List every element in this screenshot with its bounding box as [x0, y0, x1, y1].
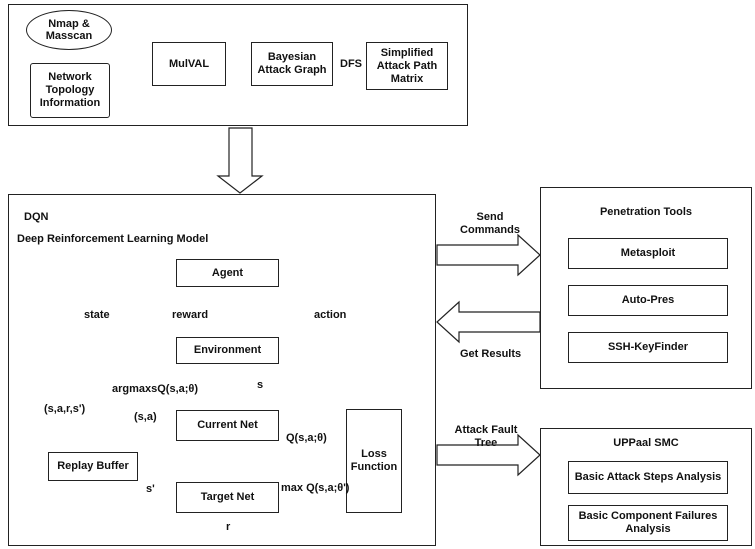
top-to-dqn-big-arrow — [216, 127, 264, 194]
agent-node: Agent — [176, 259, 279, 287]
environment-node: Environment — [176, 337, 279, 364]
argmax-label: argmaxsQ(s,a;θ) — [112, 383, 199, 395]
penetration-tools-title: Penetration Tools — [599, 206, 693, 218]
dfs-label: DFS — [340, 58, 362, 70]
nmap-masscan-node: Nmap & Masscan — [26, 10, 112, 50]
get-results-label: Get Results — [460, 348, 522, 360]
bayesian-attack-graph-node: Bayesian Attack Graph — [251, 42, 333, 86]
max-q-label: max Q(s,a;θ') — [281, 482, 350, 494]
r-label: r — [226, 521, 231, 533]
state-label: state — [84, 309, 110, 321]
attack-path-matrix-node: Simplified Attack Path Matrix — [366, 42, 448, 90]
auto-pres-node: Auto-Pres — [568, 285, 728, 316]
action-label: action — [314, 309, 347, 321]
attack-fault-tree-label: Attack Fault Tree — [454, 424, 518, 449]
state-action-label: (s,a) — [134, 411, 157, 423]
send-commands-label: Send Commands — [460, 211, 520, 236]
next-state-label: s' — [146, 483, 155, 495]
loss-function-node: Loss Function — [346, 409, 402, 513]
transition-label: (s,a,r,s') — [44, 403, 86, 415]
current-net-node: Current Net — [176, 410, 279, 441]
metasploit-node: Metasploit — [568, 238, 728, 269]
network-topology-node: Network Topology Information — [30, 63, 110, 118]
q-value-label: Q(s,a;θ) — [286, 432, 327, 444]
target-net-node: Target Net — [176, 482, 279, 513]
mulval-node: MulVAL — [152, 42, 226, 86]
dqn-title: DQN — [24, 211, 49, 223]
s-label: s — [257, 379, 264, 391]
ssh-keyfinder-node: SSH-KeyFinder — [568, 332, 728, 363]
send-commands-big-arrow — [436, 233, 541, 277]
uppaal-title: UPPaal SMC — [613, 437, 679, 449]
replay-buffer-node: Replay Buffer — [48, 452, 138, 481]
get-results-big-arrow — [436, 300, 541, 344]
attack-fault-tree-big-arrow — [436, 433, 541, 477]
reward-label: reward — [172, 309, 209, 321]
basic-component-failures-node: Basic Component Failures Analysis — [568, 505, 728, 541]
dqn-subtitle: Deep Reinforcement Learning Model — [17, 233, 209, 245]
basic-attack-steps-node: Basic Attack Steps Analysis — [568, 461, 728, 494]
